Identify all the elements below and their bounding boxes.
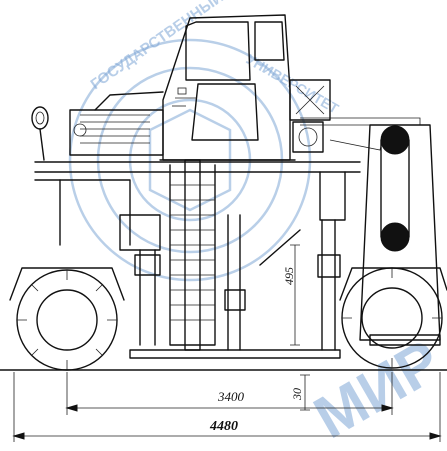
power-unit bbox=[289, 79, 331, 153]
dim-wheelbase-label: 3400 bbox=[217, 389, 245, 404]
front-wheel bbox=[9, 267, 125, 371]
central-mast bbox=[119, 159, 216, 351]
main-frame bbox=[34, 117, 421, 246]
dimension-lines bbox=[12, 244, 442, 442]
dim-vertical-height-label: 495 bbox=[282, 267, 296, 285]
engine-hood bbox=[69, 91, 164, 156]
dim-overall-length-label: 4480 bbox=[209, 419, 238, 434]
lifting-column bbox=[359, 124, 441, 346]
hydraulic-legs bbox=[134, 214, 341, 351]
side-mirror bbox=[31, 106, 49, 161]
rear-wheel bbox=[339, 267, 447, 369]
svg-text:ГОСУДАРСТВЕННЫЙ: ГОСУДАРСТВЕННЫЙ bbox=[87, 0, 227, 93]
dim-ground-offset-label: 30 bbox=[290, 388, 304, 401]
operator-cab bbox=[159, 14, 296, 161]
ground-line bbox=[0, 349, 447, 371]
